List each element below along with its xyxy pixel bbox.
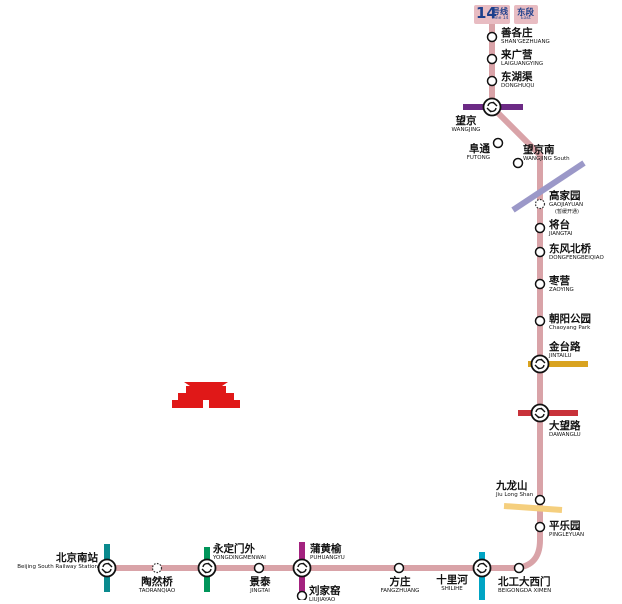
- station-dot-jingtai: [253, 562, 265, 574]
- station-label-puhuangyu[interactable]: 蒲黄榆 PUHUANGYU: [310, 543, 345, 561]
- station-dot-beigongdaximen: [513, 562, 525, 574]
- station-dot-wangjingnan: [512, 157, 524, 169]
- line-direction-badge: 东段 East: [514, 5, 538, 24]
- transfer-icon-yongdingmenwai: [197, 558, 217, 578]
- station-label-wangjing[interactable]: 望京 WANGJING: [451, 115, 481, 133]
- station-label-donghuqu[interactable]: 东湖渠 DONGHUQU: [501, 71, 535, 89]
- station-label-jintailu[interactable]: 金台路 JINTAILU: [549, 341, 581, 359]
- transfer-icon-beijingnanzhan: [97, 558, 117, 578]
- station-dot-laiguangying: [486, 53, 498, 65]
- transfer-icon-puhuangyu: [292, 558, 312, 578]
- station-label-taoranqiao[interactable]: 陶然桥 TAORANQIAO: [138, 576, 176, 594]
- line-hao: 号线: [492, 7, 508, 16]
- station-dot-jiangtai: [534, 222, 546, 234]
- station-label-gaojiayuan[interactable]: 高家园 GAOJIAYUAN (暂缓开通): [549, 190, 584, 215]
- station-label-beigongdaximen[interactable]: 北工大西门 BEIGONGDA XIMEN: [498, 576, 552, 594]
- station-label-futong[interactable]: 阜通 FUTONG: [466, 143, 490, 161]
- station-label-beijingnanzhan[interactable]: 北京南站 Beijing South Railway Station: [17, 552, 98, 570]
- station-label-jingtai[interactable]: 景泰 JINGTAI: [249, 576, 271, 594]
- line-en: Line 14: [492, 16, 509, 21]
- transfer-icon-wangjing: [482, 97, 502, 117]
- station-dot-chaoyanggongyuan: [534, 315, 546, 327]
- crossing-line-7: [503, 503, 563, 513]
- station-dot-dongfengbeiqiao: [534, 246, 546, 258]
- station-label-jiangtai[interactable]: 将台 JIANGTAI: [549, 219, 573, 237]
- station-label-pingleyuan[interactable]: 平乐园 PINGLEYUAN: [549, 520, 585, 538]
- station-dot-donghuqu: [486, 75, 498, 87]
- direction-zh: 东段: [517, 8, 535, 18]
- direction-en: East: [521, 16, 531, 21]
- tiananmen-icon: [172, 382, 240, 408]
- station-label-yongdingmenwai[interactable]: 永定门外 YONGDINGMENWAI: [213, 543, 266, 561]
- station-label-jiulongshan[interactable]: 九龙山 Jiu Long Shan: [496, 480, 534, 498]
- station-label-shilihe[interactable]: 十里河 SHILIHE: [436, 574, 468, 592]
- station-dot-pingleyuan: [534, 521, 546, 533]
- station-dot-gaojiayuan: [534, 198, 546, 210]
- station-label-dawanglu[interactable]: 大望路 DAWANGLU: [549, 420, 581, 438]
- line-number: 14: [476, 4, 497, 22]
- crossing-line-1: [528, 361, 588, 367]
- station-dot-futong: [492, 137, 504, 149]
- station-label-shangezhuang[interactable]: 善各庄 SHAN'GEZHUANG: [501, 27, 550, 45]
- station-label-zaoying[interactable]: 枣营 ZAOYING: [549, 275, 574, 293]
- station-label-wangjingnan[interactable]: 望京南 WANGJING South: [523, 144, 570, 162]
- transfer-icon-dawanglu: [530, 403, 550, 423]
- transfer-icon-jintailu: [530, 354, 550, 374]
- crossing-line-13-branch: [511, 160, 586, 213]
- station-dot-jiulongshan: [534, 494, 546, 506]
- station-dot-shangezhuang: [486, 31, 498, 43]
- station-dot-taoranqiao: [151, 562, 163, 574]
- station-dot-liujiayao: [296, 590, 308, 600]
- station-dot-fangzhuang: [393, 562, 405, 574]
- station-label-laiguangying[interactable]: 来广营 LAIGUANGYING: [501, 49, 544, 67]
- station-dot-zaoying: [534, 278, 546, 290]
- station-label-chaoyanggongyuan[interactable]: 朝阳公园 Chaoyang Park: [549, 313, 591, 331]
- station-label-fangzhuang[interactable]: 方庄 FANGZHUANG: [380, 576, 420, 594]
- station-label-dongfengbeiqiao[interactable]: 东风北桥 DONGFENGBEIQIAO: [549, 243, 604, 261]
- transfer-icon-shilihe: [472, 558, 492, 578]
- line-number-badge: 14 号线 Line 14: [474, 4, 510, 24]
- station-label-liujiayao[interactable]: 刘家窑 LIUJIAYAO: [309, 585, 341, 603]
